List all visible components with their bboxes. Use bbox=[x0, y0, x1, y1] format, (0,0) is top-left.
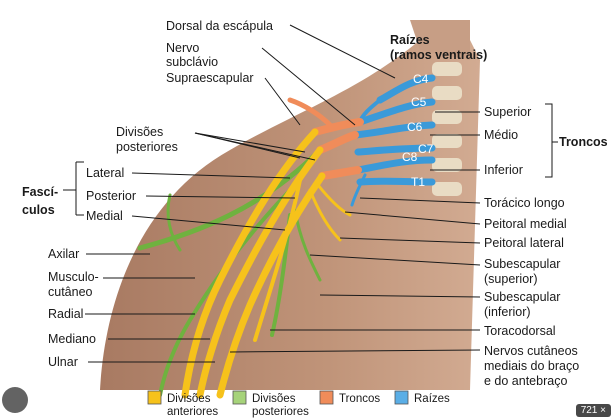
legend-anterior-2: anteriores bbox=[167, 406, 218, 418]
label-ulnar: Ulnar bbox=[48, 355, 78, 369]
label-peitoral-lateral: Peitoral lateral bbox=[484, 236, 564, 250]
label-raizes-2: (ramos ventrais) bbox=[390, 48, 487, 62]
anterior-divisions-group bbox=[181, 128, 352, 399]
label-musculocutaneo-2: cutâneo bbox=[48, 285, 93, 299]
label-inferior: Inferior bbox=[484, 163, 523, 177]
label-troncos: Troncos bbox=[559, 135, 608, 149]
legend-swatch-raizes bbox=[394, 390, 409, 405]
label-cutaneos-2: mediais do braço bbox=[484, 359, 579, 373]
vertebral-column bbox=[432, 62, 462, 196]
root-t1: T1 bbox=[411, 175, 425, 189]
legend-swatch-troncos bbox=[319, 390, 334, 405]
neck-silhouette bbox=[410, 20, 470, 60]
label-fasciculos-2: culos bbox=[22, 203, 55, 217]
legend-troncos: Troncos bbox=[339, 393, 380, 405]
root-c6: C6 bbox=[407, 120, 423, 134]
label-raizes-1: Raízes bbox=[390, 33, 430, 47]
label-subescapular-superior-2: (superior) bbox=[484, 272, 538, 286]
root-c8: C8 bbox=[402, 150, 418, 164]
label-musculocutaneo-1: Musculo- bbox=[48, 270, 99, 284]
trunks-group bbox=[287, 97, 364, 180]
legend-posterior-1: Divisões bbox=[252, 393, 296, 405]
legend-raizes: Raízes bbox=[414, 393, 450, 405]
label-supraescapular: Supraescapular bbox=[166, 71, 254, 85]
root-c5: C5 bbox=[411, 95, 427, 109]
label-divisoes-posteriores-1: Divisões bbox=[116, 125, 163, 139]
label-medial: Medial bbox=[86, 209, 123, 223]
legend-swatch-posterior bbox=[232, 390, 247, 405]
label-radial: Radial bbox=[48, 307, 83, 321]
leader-lines bbox=[63, 24, 558, 363]
legend-swatch-anterior bbox=[147, 390, 162, 405]
label-divisoes-posteriores-2: posteriores bbox=[116, 140, 178, 154]
legend-posterior-2: posteriores bbox=[252, 406, 309, 418]
image-size-badge: 721 × bbox=[575, 404, 611, 417]
label-lateral: Lateral bbox=[86, 166, 124, 180]
label-posterior: Posterior bbox=[86, 189, 136, 203]
label-nervo-subclavio-1: Nervo bbox=[166, 41, 199, 55]
label-mediano: Mediano bbox=[48, 332, 96, 346]
root-c4: C4 bbox=[413, 72, 429, 86]
label-subescapular-inferior-2: (inferior) bbox=[484, 305, 531, 319]
legend-anterior-1: Divisões bbox=[167, 393, 211, 405]
label-medio: Médio bbox=[484, 128, 518, 142]
label-peitoral-medial: Peitoral medial bbox=[484, 217, 567, 231]
root-c7: C7 bbox=[418, 142, 434, 156]
label-nervo-subclavio-2: subclávio bbox=[166, 55, 218, 69]
label-cutaneos-1: Nervos cutâneos bbox=[484, 344, 578, 358]
label-dorsal-escapula: Dorsal da escápula bbox=[166, 19, 273, 33]
label-fasciculos-1: Fascí- bbox=[22, 185, 58, 199]
label-toracodorsal: Toracodorsal bbox=[484, 324, 556, 338]
label-cutaneos-3: e do antebraço bbox=[484, 374, 567, 388]
label-superior: Superior bbox=[484, 105, 531, 119]
legend: Divisões anteriores Divisões posteriores… bbox=[147, 390, 450, 418]
label-toracico-longo: Torácico longo bbox=[484, 196, 565, 210]
label-subescapular-inferior-1: Subescapular bbox=[484, 290, 560, 304]
roots-group bbox=[350, 74, 436, 207]
label-axilar: Axilar bbox=[48, 247, 79, 261]
lens-search-icon[interactable] bbox=[2, 387, 28, 413]
label-subescapular-superior-1: Subescapular bbox=[484, 257, 560, 271]
